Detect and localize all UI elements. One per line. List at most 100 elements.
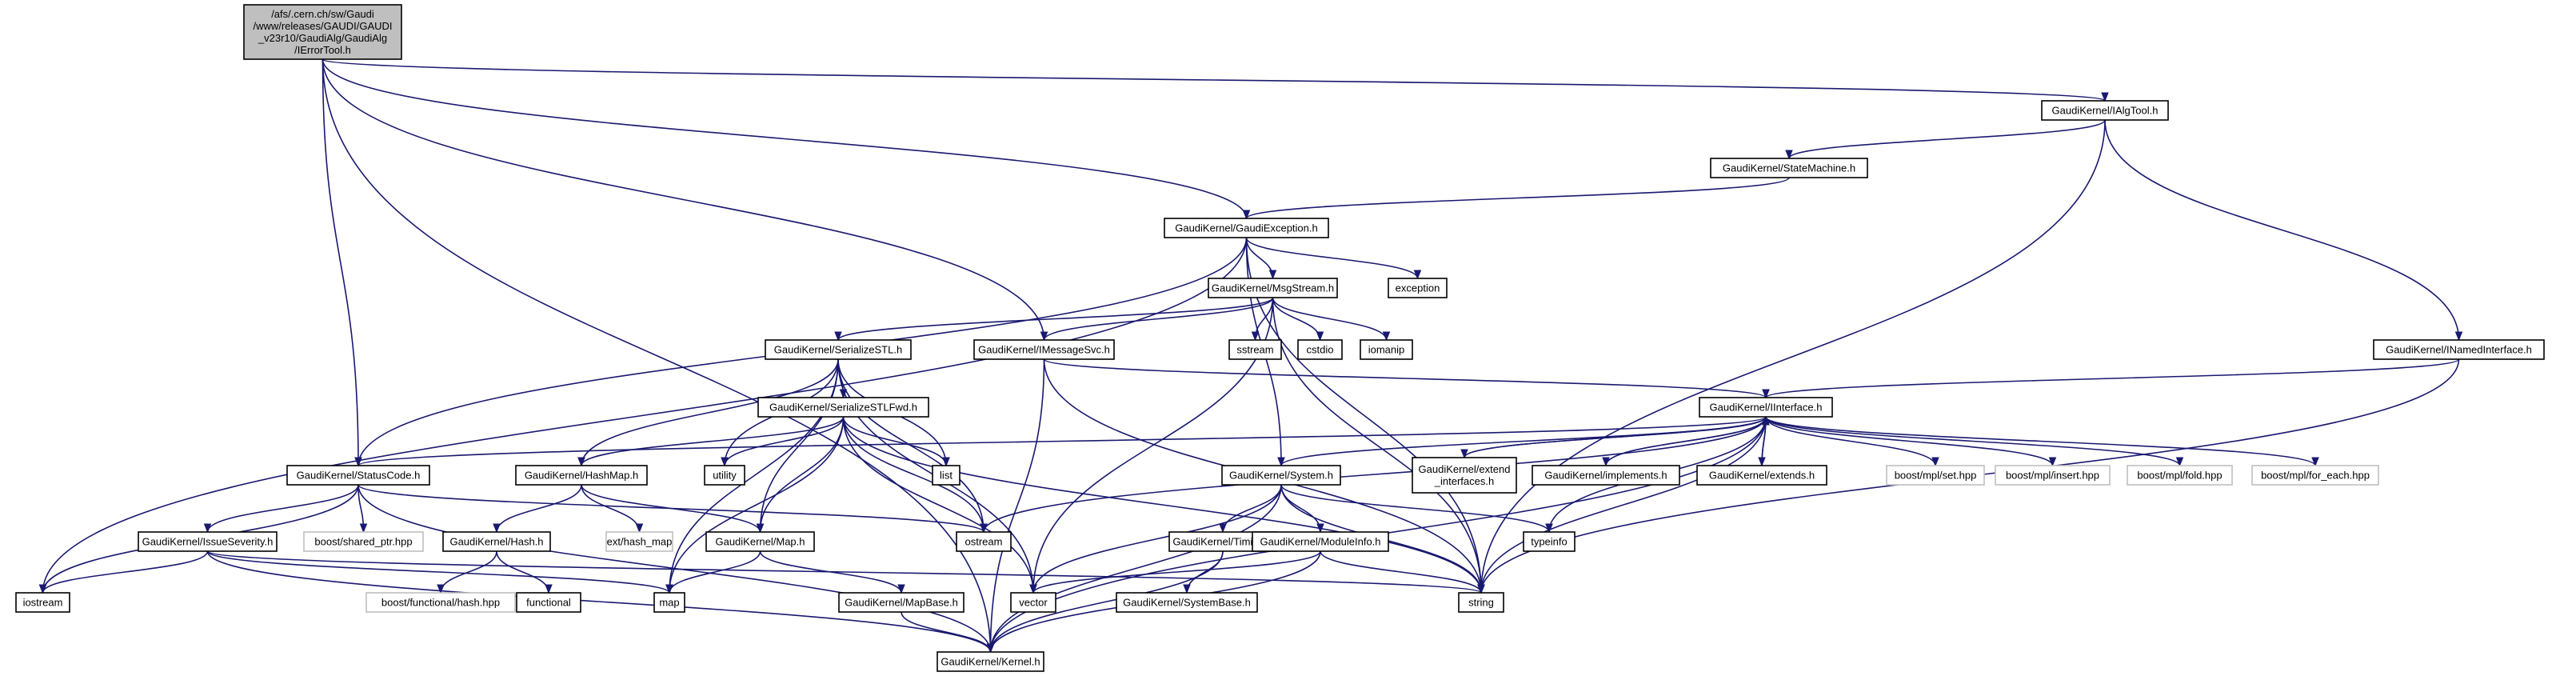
node-label: typeinfo (1531, 536, 1568, 548)
arrowhead-serializestlfwd-to-utility (721, 457, 729, 467)
node-typeinfo[interactable]: typeinfo (1523, 531, 1576, 552)
arrowhead-hashmap-to-exthashmap (635, 523, 644, 534)
node-inamedinterface[interactable]: GaudiKernel/INamedInterface.h (2373, 339, 2545, 360)
node-label: /IErrorTool.h (294, 44, 351, 56)
node-box (286, 465, 430, 486)
node-statuscode[interactable]: GaudiKernel/StatusCode.h (286, 465, 430, 486)
node-mapbase[interactable]: GaudiKernel/MapBase.h (838, 592, 965, 613)
edge-serializestlfwd-to-ostream (842, 416, 984, 533)
node-exthashmap[interactable]: ext/hash_map (605, 531, 673, 552)
node-label: boost/mpl/for_each.hpp (2261, 470, 2370, 482)
node-implements[interactable]: GaudiKernel/implements.h (1532, 465, 1680, 486)
node-exception[interactable]: exception (1388, 278, 1448, 298)
node-kernel[interactable]: GaudiKernel/Kernel.h (937, 651, 1044, 672)
node-box (138, 531, 278, 552)
node-box (956, 531, 1012, 552)
node-extends[interactable]: GaudiKernel/extends.h (1696, 465, 1827, 486)
arrowhead-msgstream-to-cstdio (1316, 331, 1324, 342)
node-label: _interfaces.h (1434, 475, 1494, 487)
node-extendinterfaces[interactable]: GaudiKernel/extend_interfaces.h (1412, 457, 1517, 494)
arrowhead-hash-to-functional (545, 584, 553, 594)
edge-hashmap-to-hash (496, 484, 582, 533)
node-system[interactable]: GaudiKernel/System.h (1221, 465, 1341, 486)
node-cstdio[interactable]: cstdio (1297, 339, 1343, 360)
arrowhead-hash-to-functionalhash (437, 584, 445, 594)
edge-issueseverity-to-iostream (42, 550, 209, 594)
node-moduleinfo[interactable]: GaudiKernel/ModuleInfo.h (1252, 531, 1389, 552)
node-list[interactable]: list (932, 465, 961, 486)
node-iinterface[interactable]: GaudiKernel/IInterface.h (1699, 397, 1833, 418)
edge-msgstream-to-serializestl (837, 297, 1274, 341)
node-box (15, 592, 70, 613)
edge-serializestl-to-hashmap (581, 358, 839, 466)
node-box (2127, 465, 2233, 486)
node-string[interactable]: string (1458, 592, 1504, 613)
node-label: GaudiKernel/INamedInterface.h (2386, 344, 2532, 356)
arrowhead-moduleinfo-to-vector (1029, 584, 1037, 594)
node-label: boost/shared_ptr.hpp (314, 536, 412, 548)
arrowhead-gmap-to-mapbase (897, 584, 905, 594)
node-box (937, 651, 1044, 672)
node-boost_insert[interactable]: boost/mpl/insert.hpp (1995, 465, 2111, 486)
node-hash[interactable]: GaudiKernel/Hash.h (442, 531, 551, 552)
node-label: ostream (965, 536, 1003, 548)
arrowhead-inamedinterface-to-iinterface (1762, 389, 1770, 399)
node-statemachine[interactable]: GaudiKernel/StateMachine.h (1710, 158, 1868, 178)
node-boost_set[interactable]: boost/mpl/set.hpp (1886, 465, 1985, 486)
edge-imessagesvc-to-iinterface (1043, 358, 1767, 398)
arrowhead-system-to-typeinfo (1545, 523, 1553, 534)
node-issueseverity[interactable]: GaudiKernel/IssueSeverity.h (138, 531, 278, 552)
node-label: iostream (23, 597, 63, 609)
node-box (1252, 531, 1389, 552)
node-box (1221, 465, 1341, 486)
edge-serializestlfwd-to-list (842, 416, 947, 466)
node-box (1388, 278, 1448, 298)
node-boost_fold[interactable]: boost/mpl/fold.hpp (2127, 465, 2233, 486)
node-iomanip[interactable]: iomanip (1360, 339, 1413, 360)
arrowhead-iinterface-to-boost_fold (2175, 457, 2184, 467)
edge-system-to-kernel (989, 484, 1282, 653)
node-label: _v23r10/GaudiAlg/GaudiAlg (258, 32, 387, 44)
node-label: GaudiKernel/Kernel.h (941, 656, 1040, 668)
node-box (1886, 465, 1985, 486)
edge-iinterface-to-boost_insert (1765, 416, 2054, 466)
edge-iinterface-to-boost_set (1765, 416, 1936, 466)
node-serializestl[interactable]: GaudiKernel/SerializeSTL.h (765, 339, 912, 360)
node-boost_foreach[interactable]: boost/mpl/for_each.hpp (2251, 465, 2379, 486)
arrowhead-iinterface-to-boost_foreach (2311, 457, 2319, 467)
node-functional[interactable]: functional (516, 592, 581, 613)
node-sharedptr[interactable]: boost/shared_ptr.hpp (303, 531, 424, 552)
edge-issueseverity-to-kernel (206, 550, 992, 653)
node-vector[interactable]: vector (1010, 592, 1056, 613)
node-label: string (1468, 597, 1494, 609)
node-systembase[interactable]: GaudiKernel/SystemBase.h (1116, 592, 1258, 613)
arrowhead-serializestlfwd-to-hashmap (577, 457, 585, 467)
node-serializestlfwd[interactable]: GaudiKernel/SerializeSTLFwd.h (757, 397, 929, 418)
node-hashmap[interactable]: GaudiKernel/HashMap.h (515, 465, 648, 486)
node-label: iomanip (1368, 344, 1405, 356)
edge-root-to-imessagesvc (322, 58, 1045, 341)
node-imessagesvc[interactable]: GaudiKernel/IMessageSvc.h (973, 339, 1115, 360)
node-label: GaudiKernel/ModuleInfo.h (1260, 536, 1380, 548)
edge-system-to-typeinfo (1280, 484, 1550, 533)
node-box (605, 531, 673, 552)
node-box (838, 592, 965, 613)
node-utility[interactable]: utility (704, 465, 745, 486)
edge-iinterface-to-boost_fold (1765, 416, 2181, 466)
node-iostream[interactable]: iostream (15, 592, 70, 613)
edge-inamedinterface-to-iinterface (1765, 358, 2460, 398)
node-ostream[interactable]: ostream (956, 531, 1012, 552)
node-label: list (940, 470, 953, 482)
edge-hashmap-to-gmap (581, 484, 761, 533)
node-msgstream[interactable]: GaudiKernel/MsgStream.h (1208, 278, 1338, 298)
node-label: GaudiKernel/IAlgTool.h (2052, 105, 2159, 117)
node-gaudiexception[interactable]: GaudiKernel/GaudiException.h (1164, 218, 1329, 238)
node-functionalhash[interactable]: boost/functional/hash.hpp (365, 592, 516, 613)
node-sstream[interactable]: sstream (1228, 339, 1282, 360)
node-ialgtool[interactable]: GaudiKernel/IAlgTool.h (2041, 100, 2169, 121)
arrowhead-issueseverity-to-map (665, 584, 673, 594)
node-map[interactable]: map (653, 592, 685, 613)
edge-gmap-to-map (669, 550, 761, 594)
node-gmap[interactable]: GaudiKernel/Map.h (705, 531, 815, 552)
